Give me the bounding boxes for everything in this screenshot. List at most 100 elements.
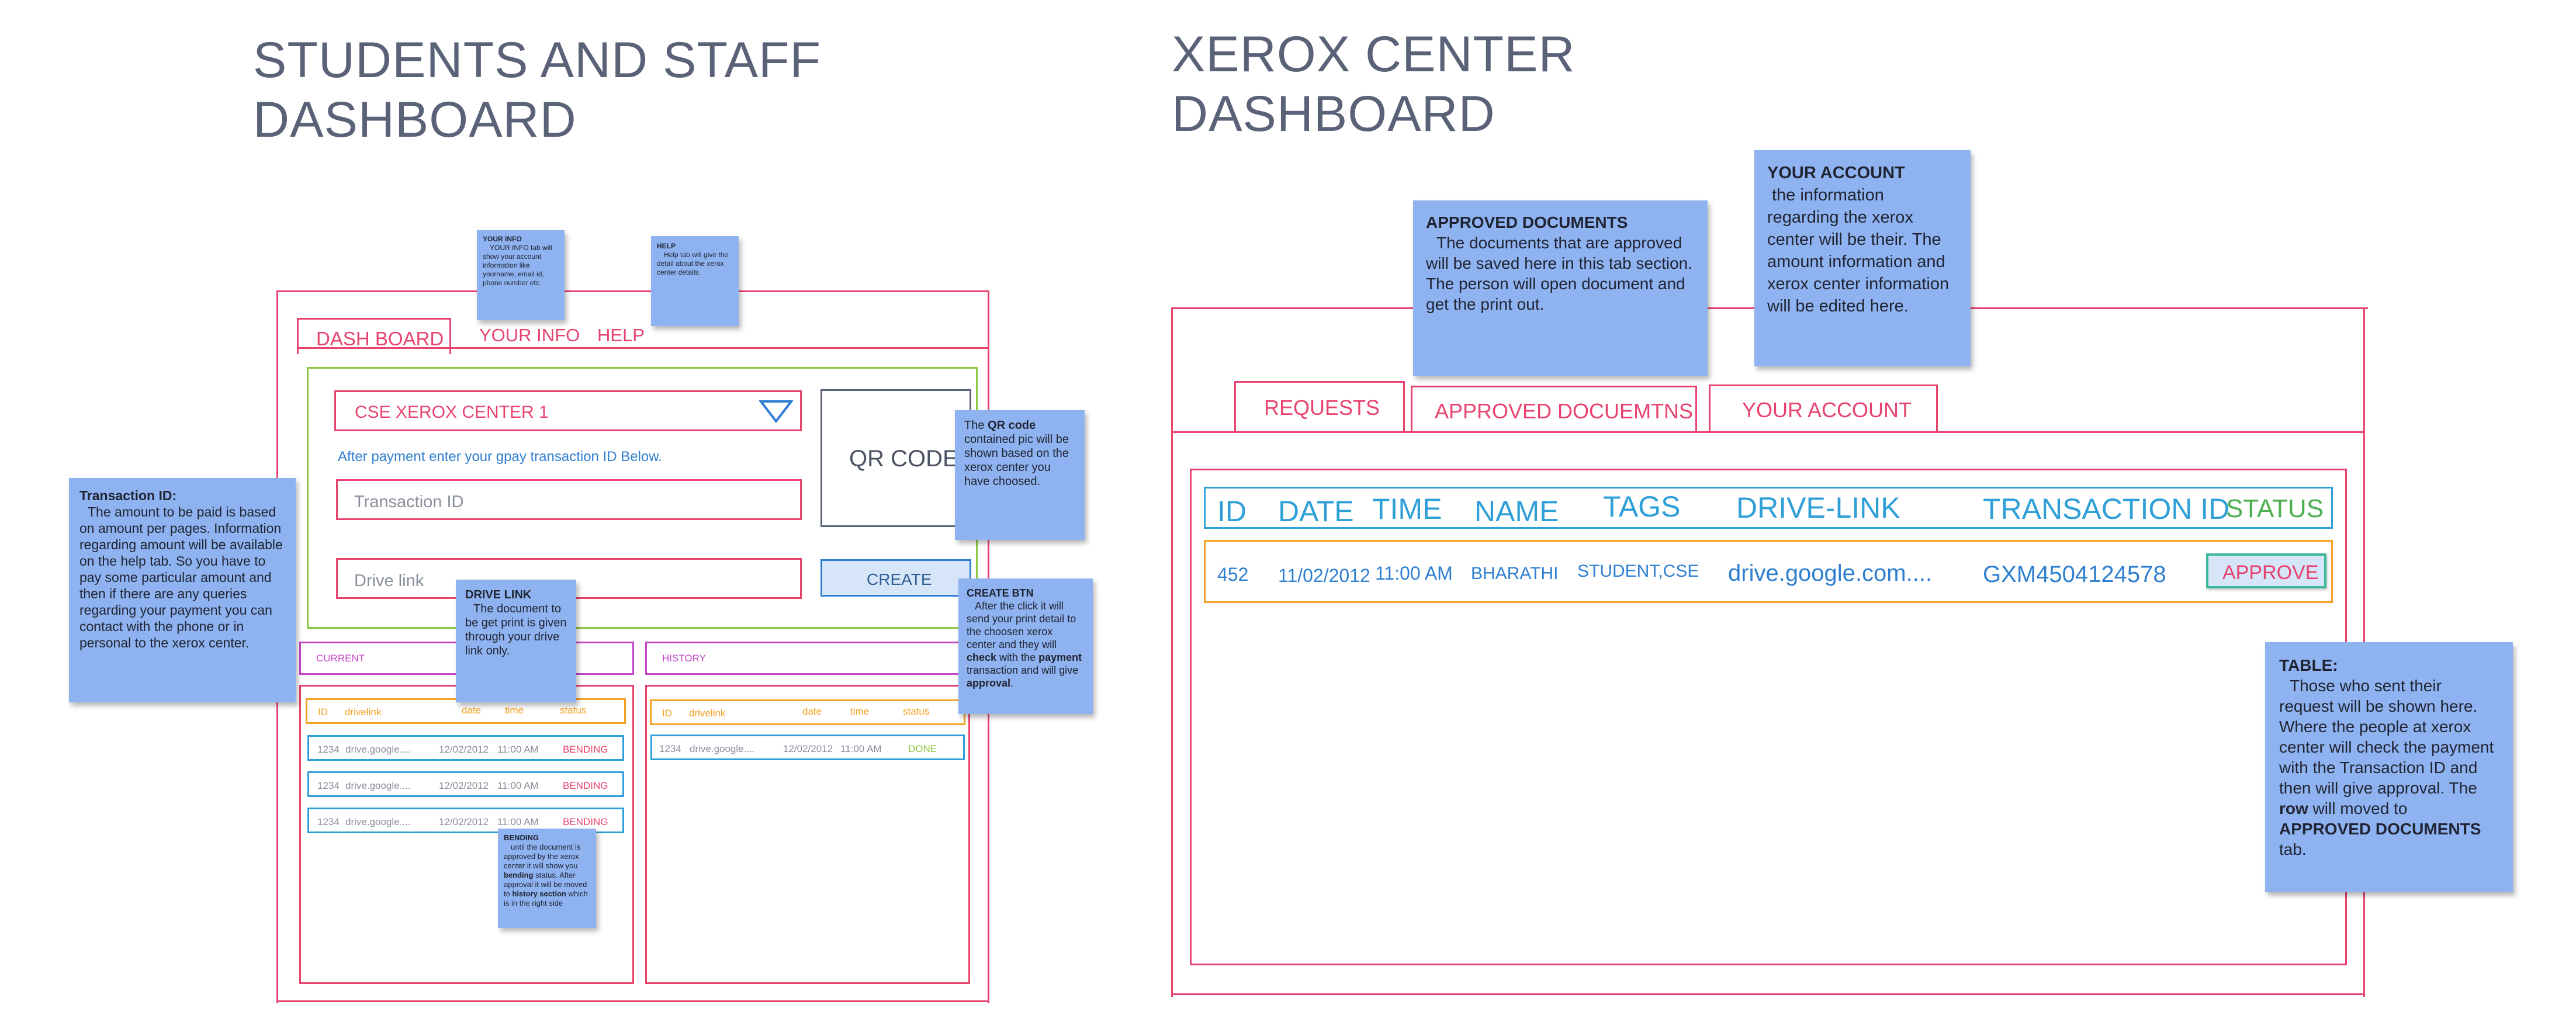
note-drive-title: DRIVE LINK	[465, 588, 532, 601]
row-date: 12/02/2012	[439, 780, 489, 791]
history-header-status: status	[903, 706, 930, 717]
note-qr-pre: The	[964, 419, 988, 432]
note-create-title: CREATE BTN	[967, 587, 1034, 599]
tab-help[interactable]: HELP	[597, 325, 645, 345]
header-tags: TAGS	[1603, 490, 1681, 523]
requests-table-header: ID DATE TIME NAME TAGS DRIVE-LINK TRANSA…	[1204, 487, 2333, 529]
current-label: CURRENT	[316, 653, 365, 664]
right-title-line1: XEROX CENTER	[1172, 26, 1576, 82]
right-tab-row-line	[1171, 431, 2365, 433]
current-header-status: status	[560, 705, 587, 716]
row-status-badge: DONE	[908, 743, 937, 754]
note-your-info-body: YOUR INFO tab will show your account inf…	[483, 244, 552, 287]
row-time: 11:00 AM	[1375, 563, 1453, 584]
row-time: 11:00 AM	[497, 816, 539, 827]
right-page-title: XEROX CENTER DASHBOARD	[1172, 25, 1576, 144]
header-date: DATE	[1278, 495, 1354, 528]
right-frame-left	[1171, 307, 1173, 997]
history-header-drivelink: drivelink	[689, 708, 726, 719]
note-approved-title: APPROVED DOCUMENTS	[1426, 213, 1628, 231]
approve-button[interactable]: APPROVE	[2206, 553, 2326, 588]
note-approved-body: The documents that are approved will be …	[1426, 234, 1693, 313]
history-header-id: ID	[662, 708, 672, 719]
note-transaction-title: Transaction ID:	[79, 488, 177, 503]
tab-your-info[interactable]: YOUR INFO	[479, 325, 580, 345]
current-header-drivelink: drivelink	[345, 706, 382, 718]
history-table-header: ID drivelink date time status	[650, 699, 965, 725]
header-time: TIME	[1372, 493, 1442, 525]
note-account-body: the information regarding the xerox cent…	[1767, 186, 1950, 316]
row-date: 12/02/2012	[783, 743, 833, 754]
left-title-line1: STUDENTS AND STAFF	[253, 32, 822, 88]
note-help-title: HELP	[657, 242, 676, 250]
note-drive-link: DRIVE LINK The document to be get print …	[456, 580, 576, 702]
note-qr-bold: QR code	[988, 419, 1036, 432]
note-bending-p3: which is in the right side	[504, 889, 588, 907]
note-table-b2: APPROVED DOCUMENTS	[2279, 820, 2481, 838]
note-create-button: CREATE BTN After the click it will send …	[958, 578, 1093, 714]
current-header-time: time	[505, 705, 524, 716]
approve-button-label: APPROVE	[2222, 562, 2319, 584]
note-table-b1: row	[2279, 799, 2308, 817]
note-create-p4: .	[1010, 677, 1014, 689]
note-qr-post: contained pic will be shown based on the…	[964, 433, 1069, 488]
row-drivelink[interactable]: drive.google....	[345, 780, 411, 791]
left-page-title: STUDENTS AND STAFF DASHBOARD	[253, 30, 821, 150]
center-select-value: CSE XEROX CENTER 1	[355, 403, 549, 422]
note-transaction-id: Transaction ID: The amount to be paid is…	[69, 478, 296, 702]
table-row[interactable]: 1234 drive.google.... 12/02/2012 11:00 A…	[307, 771, 624, 797]
note-create-b2: payment	[1038, 652, 1082, 663]
note-table-p1: Those who sent their request will be sho…	[2279, 677, 2494, 797]
header-status: STATUS	[2226, 494, 2324, 523]
tab-requests-label: REQUESTS	[1264, 396, 1380, 420]
history-table-frame	[645, 685, 970, 984]
center-select[interactable]: CSE XEROX CENTER 1	[334, 390, 802, 431]
note-approved-documents: APPROVED DOCUMENTS The documents that ar…	[1413, 200, 1708, 376]
row-id: 1234	[317, 816, 340, 827]
tab-your-account[interactable]: YOUR ACCOUNT	[1709, 384, 1938, 432]
row-drivelink[interactable]: drive.google....	[690, 743, 755, 754]
row-date: 11/02/2012	[1278, 565, 1370, 586]
note-your-info-title: YOUR INFO	[483, 235, 522, 243]
create-button-label: CREATE	[867, 570, 932, 588]
row-time: 11:00 AM	[497, 780, 539, 791]
create-button[interactable]: CREATE	[820, 559, 971, 597]
note-table-p2: will moved to	[2308, 799, 2408, 817]
payment-hint: After payment enter your gpay transactio…	[338, 449, 662, 465]
tab-row-line	[297, 347, 989, 349]
row-drive-link[interactable]: drive.google.com....	[1728, 560, 1933, 586]
note-create-p1: After the click it will send your print …	[967, 600, 1076, 650]
note-bending-title: BENDING	[504, 833, 539, 842]
tab-requests[interactable]: REQUESTS	[1234, 381, 1405, 432]
tab-approved-documents[interactable]: APPROVED DOCUEMTNS	[1411, 386, 1697, 432]
note-account-title: YOUR ACCOUNT	[1767, 164, 1905, 182]
table-row[interactable]: 1234 drive.google.... 12/02/2012 11:00 A…	[650, 734, 965, 760]
row-id: 1234	[317, 744, 340, 755]
header-name: NAME	[1474, 495, 1559, 528]
right-frame-bottom	[1171, 993, 2365, 995]
tab-your-account-label: YOUR ACCOUNT	[1742, 398, 1912, 422]
table-row[interactable]: 1234 drive.google.... 12/02/2012 11:00 A…	[307, 735, 624, 761]
table-row[interactable]: 1234 drive.google.... 12/02/2012 11:00 A…	[307, 808, 624, 833]
row-status-badge: BENDING	[563, 816, 608, 827]
row-drivelink[interactable]: drive.google....	[345, 816, 411, 827]
row-time: 11:00 AM	[840, 743, 882, 754]
right-title-line2: DASHBOARD	[1172, 86, 1495, 142]
left-frame-top	[276, 290, 989, 292]
chevron-down-icon[interactable]	[759, 399, 793, 424]
history-header-time: time	[850, 706, 870, 717]
row-id: 1234	[317, 780, 340, 791]
header-transaction-id: TRANSACTION ID	[1983, 493, 2230, 525]
note-table: TABLE: Those who sent their request will…	[2265, 642, 2513, 892]
transaction-id-placeholder: Transaction ID	[354, 493, 464, 511]
qr-code-box: QR CODE	[820, 389, 971, 527]
transaction-id-input[interactable]: Transaction ID	[336, 479, 802, 520]
header-drive-link: DRIVE-LINK	[1736, 491, 1900, 524]
history-divider	[645, 673, 970, 675]
table-row[interactable]: 452 11/02/2012 11:00 AM BHARATHI STUDENT…	[1204, 540, 2333, 603]
row-drivelink[interactable]: drive.google....	[345, 744, 411, 755]
history-label: HISTORY	[662, 653, 706, 664]
note-drive-body: The document to be get print is given th…	[465, 602, 567, 657]
note-help: HELP Help tab will give the detail about…	[651, 236, 739, 326]
note-bending-b2: history section	[512, 889, 566, 898]
